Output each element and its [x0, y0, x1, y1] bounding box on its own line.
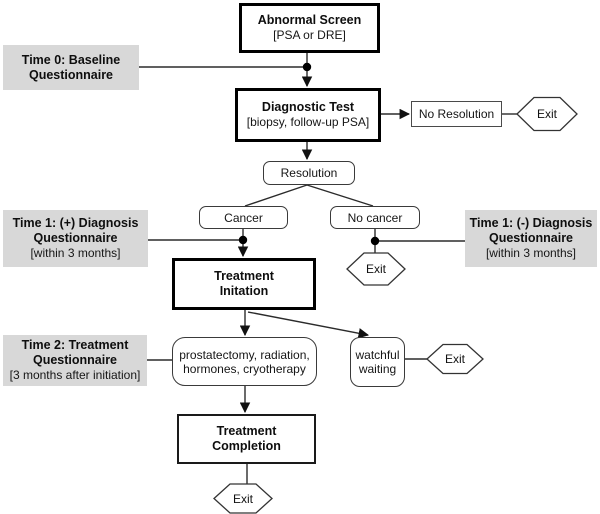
junction-dot-time0	[302, 62, 312, 72]
diagnostic-test-subtitle: [biopsy, follow-up PSA]	[246, 115, 370, 129]
time2-line1: Time 2: Treatment	[21, 338, 129, 352]
treatment-initiation-node: Treatment Initation	[172, 258, 316, 310]
time0-line2: Questionnaire	[28, 67, 114, 82]
exit-hexagon-shape	[346, 252, 406, 286]
edge-resolution-to-cancer	[244, 184, 308, 207]
junction-dot-time1neg	[370, 236, 380, 246]
time1-pos-line1: Time 1: (+) Diagnosis	[12, 216, 139, 230]
time1-neg-line3: [within 3 months]	[485, 246, 577, 260]
cancer-label: Cancer	[224, 210, 263, 225]
exit-label: Exit	[536, 107, 557, 121]
watchful-waiting-line1: watchful	[355, 348, 400, 362]
edge-initiation-to-watchful	[247, 311, 370, 339]
abnormal-screen-node: Abnormal Screen [PSA or DRE]	[239, 3, 380, 53]
exit-hexagon-shape	[213, 483, 273, 514]
watchful-waiting-node: watchful waiting	[350, 337, 405, 387]
time2-line2: Questionnaire	[32, 353, 118, 367]
treatment-completion-line1: Treatment	[216, 424, 277, 438]
treatment-completion-node: Treatment Completion	[177, 414, 316, 464]
exit-label: Exit	[232, 492, 253, 506]
edge-resolution-to-nocancer	[306, 184, 374, 207]
time1-negative-questionnaire-note: Time 1: (-) Diagnosis Questionnaire [wit…	[465, 210, 597, 267]
time0-line1: Time 0: Baseline	[21, 52, 121, 67]
time1-pos-line3: [within 3 months]	[30, 246, 121, 260]
exit-hexagon-shape	[516, 96, 578, 132]
no-cancer-label: No cancer	[347, 210, 403, 225]
no-resolution-label: No Resolution	[418, 107, 495, 121]
diagnostic-test-title: Diagnostic Test	[261, 100, 355, 114]
no-resolution-node: No Resolution	[411, 101, 502, 127]
time0-questionnaire-note: Time 0: Baseline Questionnaire	[3, 45, 139, 90]
exit-label: Exit	[365, 262, 386, 276]
time1-pos-line2: Questionnaire	[33, 231, 118, 245]
treatment-initiation-line2: Initation	[219, 284, 269, 298]
diagnostic-test-node: Diagnostic Test [biopsy, follow-up PSA]	[235, 88, 381, 142]
watchful-waiting-line2: waiting	[358, 362, 397, 376]
time2-line3: [3 months after initiation]	[9, 368, 141, 382]
exit-label: Exit	[444, 352, 465, 366]
treatment-initiation-line1: Treatment	[214, 269, 274, 283]
resolution-label: Resolution	[280, 166, 338, 180]
no-cancer-node: No cancer	[330, 206, 420, 229]
time2-questionnaire-note: Time 2: Treatment Questionnaire [3 month…	[3, 335, 147, 386]
cancer-node: Cancer	[199, 206, 288, 229]
abnormal-screen-title: Abnormal Screen	[257, 13, 362, 27]
junction-dot-time1pos	[238, 235, 248, 245]
time1-positive-questionnaire-note: Time 1: (+) Diagnosis Questionnaire [wit…	[3, 210, 148, 267]
abnormal-screen-subtitle: [PSA or DRE]	[273, 28, 346, 42]
time1-neg-line2: Questionnaire	[488, 231, 574, 245]
time1-neg-line1: Time 1: (-) Diagnosis	[469, 216, 593, 230]
treatment-options-line2: hormones, cryotherapy	[183, 361, 306, 376]
exit-hexagon-shape	[426, 343, 484, 375]
resolution-node: Resolution	[263, 161, 355, 185]
treatment-options-line1: prostatectomy, radiation,	[179, 347, 310, 362]
treatment-options-node: prostatectomy, radiation, hormones, cryo…	[172, 337, 317, 386]
treatment-completion-line2: Completion	[212, 439, 281, 453]
